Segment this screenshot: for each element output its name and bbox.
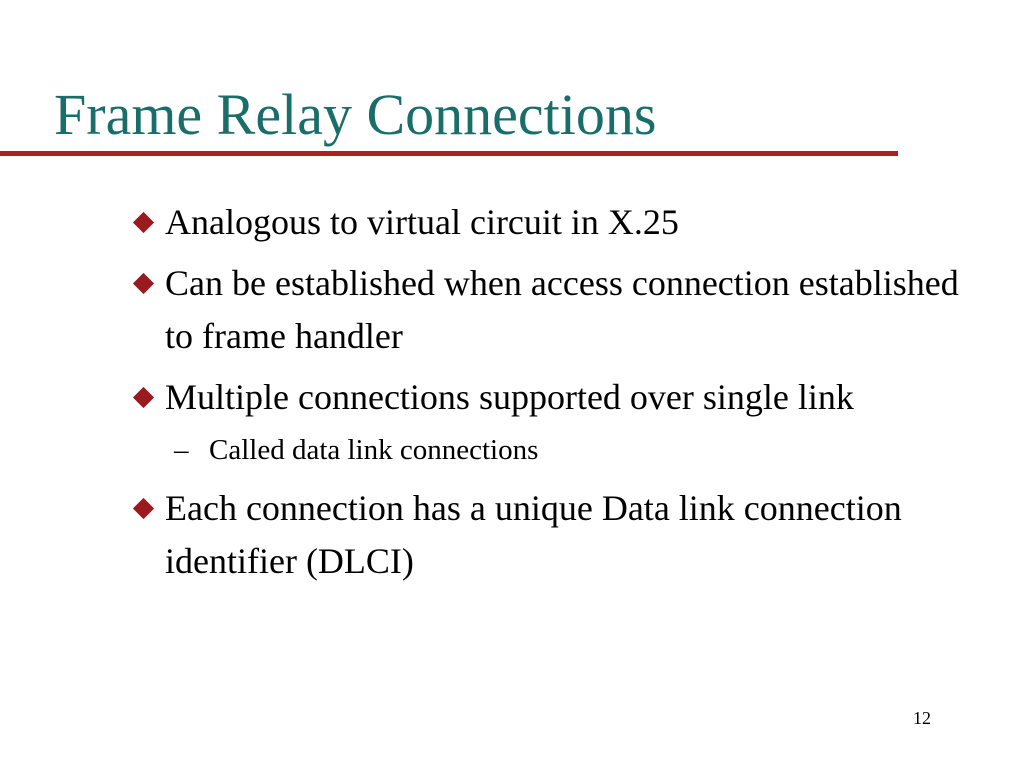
slide-title: Frame Relay Connections	[54, 82, 657, 147]
bullet-item: Analogous to virtual circuit in X.25	[132, 196, 992, 249]
dash-bullet-marker: –	[174, 434, 189, 466]
title-underline-rule	[0, 151, 898, 156]
diamond-bullet-icon	[132, 386, 155, 409]
page-number: 12	[913, 708, 931, 728]
bullet-text: Each connection has a unique Data link c…	[165, 488, 902, 581]
bullet-text: Analogous to virtual circuit in X.25	[165, 202, 679, 242]
bullet-text: Can be established when access connectio…	[165, 263, 959, 356]
sub-bullet-item: – Called data link connections	[132, 430, 992, 470]
bullet-list: Analogous to virtual circuit in X.25 Can…	[132, 196, 992, 596]
bullet-text: Multiple connections supported over sing…	[165, 377, 854, 417]
diamond-bullet-icon	[132, 211, 155, 234]
bullet-item: Each connection has a unique Data link c…	[132, 482, 992, 588]
diamond-bullet-icon	[132, 497, 155, 520]
sub-bullet-text: Called data link connections	[209, 434, 539, 466]
bullet-item: Can be established when access connectio…	[132, 257, 992, 363]
bullet-item: Multiple connections supported over sing…	[132, 371, 992, 424]
diamond-bullet-icon	[132, 272, 155, 295]
